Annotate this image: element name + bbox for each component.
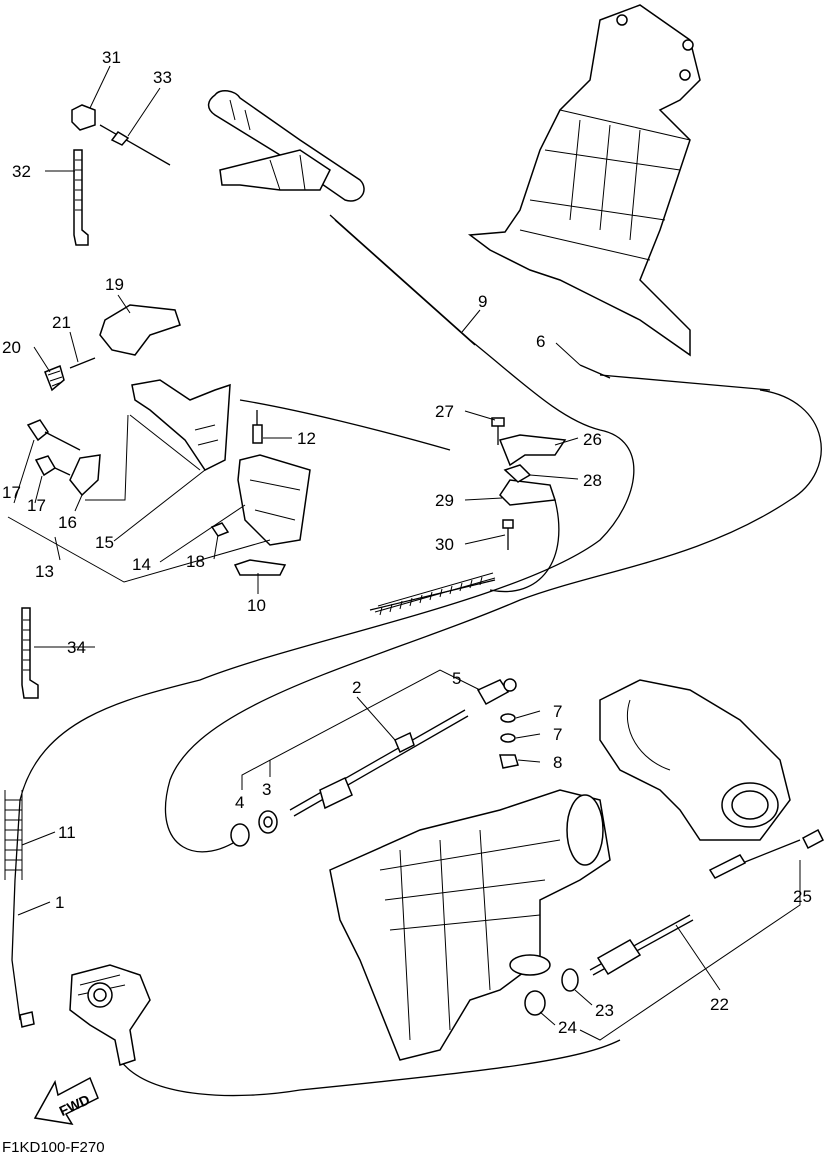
callout-15: 15 [95, 533, 114, 552]
callout-12: 12 [297, 429, 316, 448]
callout-29: 29 [435, 491, 454, 510]
shift-cable-drawing [119, 399, 621, 1097]
shift-cable-end-drawing [230, 678, 519, 847]
cable-corrugation [4, 572, 496, 880]
callout-30: 30 [435, 535, 454, 554]
top-small-parts-drawing [21, 104, 171, 699]
callout-32: 32 [12, 162, 31, 181]
pump-housing-drawing [329, 789, 611, 1061]
steering-cable-drawing [164, 364, 822, 853]
callout-10: 10 [247, 596, 266, 615]
callout-20: 20 [2, 338, 21, 357]
callout-33: 33 [153, 68, 172, 87]
fwd-arrow-icon: FWD [33, 1076, 99, 1125]
steering-column-drawing [467, 4, 701, 357]
handlebar-grip-drawing [207, 90, 365, 202]
callout-7-b: 7 [553, 725, 562, 744]
callout-3: 3 [262, 780, 271, 799]
callout-31: 31 [102, 48, 121, 67]
drawing-code: F1KD100-F270 [2, 1139, 105, 1154]
callout-22: 22 [710, 995, 729, 1014]
steering-cable-end-drawing [524, 828, 824, 1016]
callout-13: 13 [35, 562, 54, 581]
callout-9: 9 [478, 292, 487, 311]
callout-8: 8 [553, 753, 562, 772]
callout-34: 34 [67, 638, 86, 657]
callout-17-b: 17 [27, 496, 46, 515]
callout-labels: 31 33 32 19 21 20 9 6 27 12 26 28 29 30 … [2, 48, 812, 1037]
callout-18: 18 [186, 552, 205, 571]
callout-19: 19 [105, 275, 124, 294]
callout-17-a: 17 [2, 483, 21, 502]
callout-25: 25 [793, 887, 812, 906]
carburetor-drawing [19, 964, 151, 1066]
cable-bracket-drawing [491, 417, 567, 550]
callout-4: 4 [235, 793, 244, 812]
callout-21: 21 [52, 313, 71, 332]
callout-28: 28 [583, 471, 602, 490]
leader-lines [7, 65, 801, 1041]
callout-7-a: 7 [553, 702, 562, 721]
callout-14: 14 [132, 555, 151, 574]
callout-2: 2 [352, 678, 361, 697]
nozzle-drawing [599, 679, 791, 841]
callout-23: 23 [595, 1001, 614, 1020]
callout-16: 16 [58, 513, 77, 532]
callout-11: 11 [58, 823, 76, 842]
callout-6: 6 [536, 332, 545, 351]
callout-27: 27 [435, 402, 454, 421]
bracket-parts-drawing [26, 304, 311, 576]
callout-1: 1 [55, 893, 64, 912]
callout-24: 24 [558, 1018, 577, 1037]
callout-26: 26 [583, 430, 602, 449]
callout-5: 5 [452, 669, 461, 688]
